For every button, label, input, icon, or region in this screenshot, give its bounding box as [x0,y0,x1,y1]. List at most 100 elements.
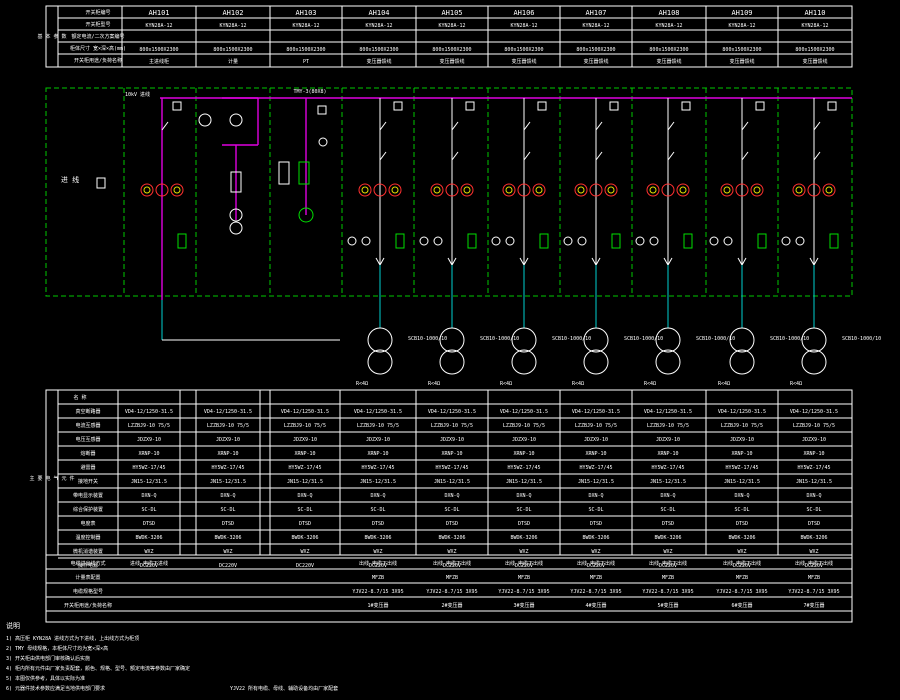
cable-arrow [663,257,669,266]
bottom-row-label: 温度控制器 [75,534,100,541]
transformer-hv [439,327,465,353]
footer-cell: 7#变压器 [803,602,824,609]
ct-inner [577,186,585,194]
bottom-cell: XRNP-10 [513,451,534,457]
transformer-lv [511,349,537,375]
indicator [649,236,659,246]
transformer-ground: R<4Ω [790,381,802,387]
bottom-cell: BWDK-3206 [728,535,755,541]
cabinet-id: AH101 [148,9,169,17]
ct [574,183,588,197]
ct-inner [825,186,833,194]
bottom-cell: WXZ [144,549,153,555]
bottom-cell: JN15-12/31.5 [650,479,686,485]
note-line: 5) 本图仅供参考，具体以实际为准 [6,675,85,682]
ct [676,183,690,197]
bottom-cell: LZZBJ9-10 75/5 [207,423,249,429]
bottom-cell: BWDK-3206 [800,535,827,541]
cabinet-size: 800x1500X2300 [722,47,761,53]
bottom-cell: SC-DL [806,507,821,513]
bottom-cell: VD4-12/1250-31.5 [500,409,548,415]
busbar-label: TMY-3(80X8) [293,89,326,95]
left-panel-label: 进 线 [61,175,79,184]
indicator [795,236,805,246]
feeder-arrester [467,233,477,249]
footer-row-label: 电缆规格型号 [73,588,103,595]
bottom-cell: DC220V [443,563,461,569]
ct [646,183,660,197]
bottom-row-label: 电度表 [80,520,95,527]
bottom-cell: LZZBJ9-10 75/5 [721,423,763,429]
bottom-cell: JN15-12/31.5 [210,479,246,485]
bottom-cell: DXN-Q [444,493,459,499]
ct-inner [433,186,441,194]
bottom-cell: DXN-Q [734,493,749,499]
transformer-rating: SCB10-1000/10 [842,336,881,342]
ct-inner [173,186,181,194]
cabinet-use: 主进线柜 [149,58,169,65]
cabinet-id: AH104 [368,9,389,17]
transformer-ground: R<4Ω [572,381,584,387]
indicator [781,236,791,246]
bottom-cell: DXN-Q [660,493,675,499]
feeder-arrester [539,233,549,249]
footer-row-label: 电缆进出线方式 [70,560,105,567]
feeder-breaker [595,121,603,131]
footer-cell: 进线 电缆下进线 [130,560,168,567]
bottom-cell: JN15-12/31.5 [724,479,760,485]
top-row-label: 开关柜编号 [85,9,110,16]
bottom-cell: JDZX9-10 [216,437,240,443]
footer-cell: 6#变压器 [731,602,752,609]
ct-inner [649,186,657,194]
transformer-hv [511,327,537,353]
bottom-row-label: 接地开关 [78,478,98,485]
feeder-arrester [829,233,839,249]
footer-cell: 2#变压器 [441,602,462,609]
bottom-cell: LZZBJ9-10 75/5 [647,423,689,429]
bottom-cell: BWDK-3206 [654,535,681,541]
feeder-breaker [667,121,675,131]
ct [517,183,531,197]
note-line: 2) TMY 母线规格，本柜体尺寸均为宽×深×高 [6,645,108,652]
top-side-label: 基 本 参 数 [37,33,66,40]
ct [792,183,806,197]
feeder-breaker-2 [813,151,821,161]
footer-cell: 出线 电缆下出线 [795,560,833,567]
feeder-breaker [451,121,459,131]
cabinet-id: AH108 [658,9,679,17]
bottom-cell: SC-DL [370,507,385,513]
bottom-cell: SC-DL [734,507,749,513]
bottom-cell: VD4-12/1250-31.5 [354,409,402,415]
bottom-cell: WXZ [737,549,746,555]
feeder-breaker [813,121,821,131]
cable-arrow [737,257,743,266]
cabinet-use: PT [303,59,309,65]
bottom-cell: JN15-12/31.5 [131,479,167,485]
bottom-cell: XRNP-10 [217,451,238,457]
bottom-cell: HY5WZ-17/45 [288,465,321,471]
cabinet-id: AH109 [731,9,752,17]
ct-inner [679,186,687,194]
feeder-arrester [757,233,767,249]
bottom-cell: JN15-12/31.5 [796,479,832,485]
ct-inner [463,186,471,194]
bottom-cell: JDZX9-10 [802,437,826,443]
note-line: 6) 元器件技术参数应满足当地供电部门要求 [6,685,105,692]
bottom-cell: DXN-Q [370,493,385,499]
footer-cell: 出线 电缆下出线 [505,560,543,567]
top-row-label: 开关柜型号 [85,21,110,28]
feeder-breaker-2 [451,151,459,161]
bottom-cell: DTSD [590,521,602,527]
footer-cell: YJV22-8.7/15 3X95 [426,589,477,595]
bottom-cell: DTSD [372,521,384,527]
ct [140,183,154,197]
bottom-cell: DTSD [299,521,311,527]
bottom-cell: DC220V [369,563,387,569]
bottom-cell: DC220V [296,563,314,569]
cabinet-size: 800x1500X2300 [576,47,615,53]
ct-inner [535,186,543,194]
cabinet-id: AH103 [295,9,316,17]
bottom-cell: VD4-12/1250-31.5 [125,409,173,415]
bottom-cell: WXZ [591,549,600,555]
